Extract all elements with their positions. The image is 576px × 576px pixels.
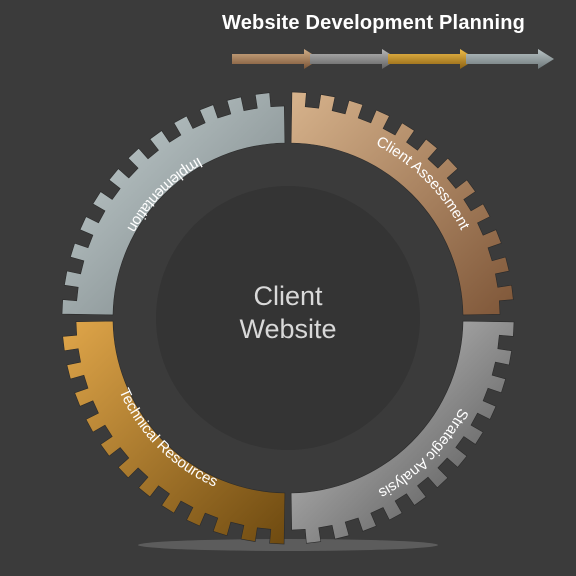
arrow-right-icon xyxy=(232,49,320,69)
segment-client-assessment xyxy=(290,91,514,316)
segment-strategic-analysis xyxy=(290,320,515,544)
arrow-right-icon xyxy=(388,49,476,69)
center-hub xyxy=(156,186,420,450)
segment-implementation xyxy=(61,92,286,316)
gear-segments xyxy=(61,91,515,545)
floor-reflection xyxy=(138,539,438,551)
center-label-line1: Client xyxy=(253,281,323,311)
diagram-title: Website Development Planning xyxy=(222,12,526,34)
center-label-line2: Website xyxy=(239,314,336,344)
progress-arrows xyxy=(232,49,554,69)
arrow-right-icon xyxy=(466,49,554,69)
arrow-right-icon xyxy=(310,49,398,69)
segment-technical-resources xyxy=(62,320,286,545)
